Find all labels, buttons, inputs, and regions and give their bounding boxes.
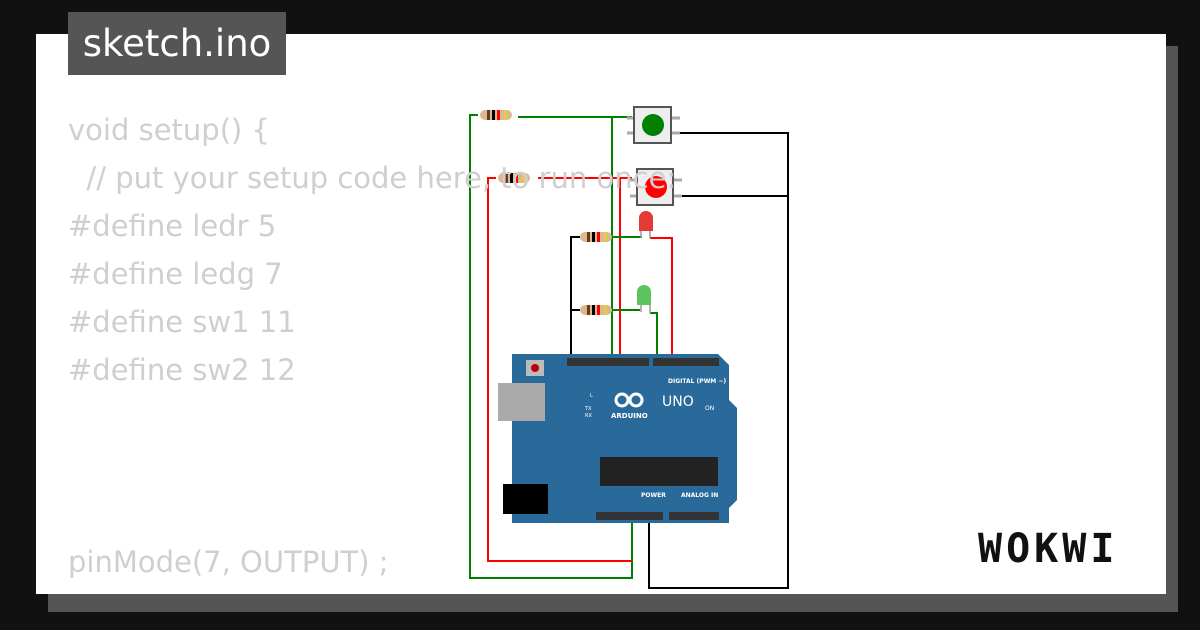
- arduino-uno: DIGITAL (PWM ~) POWER ANALOG IN ON ARDUI…: [498, 354, 737, 523]
- wire-green: [518, 116, 632, 360]
- code-line: pinMode(7, OUTPUT) ;: [68, 545, 389, 579]
- wire-green: [469, 114, 633, 579]
- code-line: #define sw2 12: [68, 353, 296, 387]
- code-line: [68, 442, 676, 490]
- code-line: void setup() {: [68, 113, 270, 147]
- brand-label: ARDUINO: [611, 412, 648, 420]
- wire-black: [648, 132, 789, 589]
- code-line: [68, 490, 676, 538]
- resistor: [580, 305, 612, 315]
- led-label: RX: [585, 413, 592, 419]
- resistors: [480, 110, 612, 315]
- wokwi-logo: WOKWI: [978, 526, 1119, 572]
- analog-label: ANALOG IN: [681, 492, 718, 499]
- led-label: TX: [584, 406, 592, 412]
- code-line: #define ledr 5: [68, 209, 277, 243]
- resistor: [580, 232, 612, 242]
- model-label: UNO: [662, 394, 694, 410]
- resistor: [480, 110, 512, 120]
- file-tab[interactable]: sketch.ino: [68, 12, 286, 75]
- wire-red: [650, 237, 673, 360]
- resistor: [498, 173, 530, 183]
- led-green: [637, 285, 651, 313]
- usb-port: [498, 383, 545, 421]
- chip: [600, 457, 718, 486]
- led-red: [639, 211, 653, 238]
- code-line: pinMode(sw1, INPUT);: [68, 586, 676, 594]
- code-line: // put your setup code here, to run once…: [68, 161, 677, 195]
- code-editor: void setup() { // put your setup code he…: [68, 106, 676, 594]
- power-jack: [503, 484, 548, 514]
- digital-label: DIGITAL (PWM ~): [668, 378, 726, 385]
- code-line: #define sw1 11: [68, 305, 296, 339]
- wire-red: [538, 177, 632, 360]
- reset-button: [531, 364, 539, 372]
- circuit-diagram: DIGITAL (PWM ~) POWER ANALOG IN ON ARDUI…: [469, 106, 789, 589]
- preview-panel: void setup() { // put your setup code he…: [36, 34, 1166, 594]
- on-label: ON: [705, 405, 714, 412]
- pushbutton-green: [627, 106, 680, 144]
- wire-red: [487, 177, 632, 562]
- code-line: #define ledg 7: [68, 257, 283, 291]
- arduino-logo-icon: [614, 392, 644, 408]
- power-label: POWER: [641, 492, 666, 499]
- led-label: L: [590, 393, 593, 399]
- pushbutton-red: [630, 168, 682, 206]
- code-line: [68, 394, 676, 442]
- wire-green: [612, 236, 658, 360]
